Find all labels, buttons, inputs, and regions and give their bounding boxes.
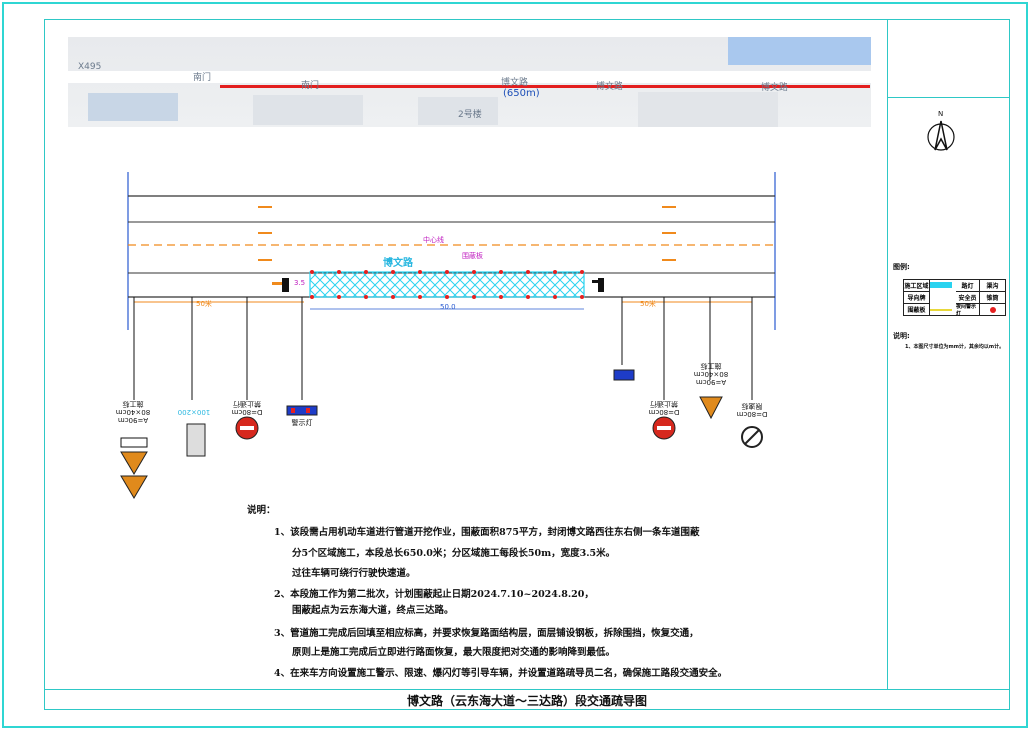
- map-label: X495: [78, 62, 102, 72]
- note-line: 围蔽起点为云东海大道，终点三达路。: [292, 605, 454, 616]
- sign-spec-label: 100×200: [177, 408, 211, 416]
- north-arrow-icon: [927, 123, 955, 151]
- map-label: 南门: [193, 73, 212, 83]
- note-line: 原则上是施工完成后立即进行路面恢复，最大限度把对交通的影响降到最低。: [292, 647, 616, 658]
- notes-title: 说明：: [247, 505, 276, 516]
- lane-arrows: [258, 206, 676, 261]
- fence-markers: [310, 270, 584, 299]
- remark-heading: 说明:: [893, 332, 910, 340]
- route-length: (650m): [503, 88, 540, 99]
- side-panel-divider: [887, 97, 1010, 98]
- sign-spec-label: D=80cm 禁止通行: [231, 400, 263, 416]
- safety-officer-icon: [272, 278, 604, 292]
- legend-item: 围蔽板: [904, 304, 930, 316]
- north-label: N: [938, 110, 944, 118]
- guide-board-icon: [186, 423, 206, 457]
- drawing-title: 博文路（云东海大道～三达路）段交通疏导图: [44, 689, 1010, 710]
- note-line: 2、本段施工作为第二批次，计划围蔽起止日期2024.7.10~2024.8.20…: [274, 589, 594, 600]
- centerline-label: 中心线: [423, 236, 444, 244]
- map-label: 博文路: [501, 78, 529, 88]
- location-map: X495 南门 南门 博文路 博文路 博文路 2号楼 (650m): [68, 37, 871, 127]
- fence-label: 围蔽板: [462, 252, 483, 260]
- warning-triangle-icon: [699, 396, 723, 420]
- note-line: 3、管道施工完成后回填至相应标高，并要求恢复路面结构层，面层铺设钢板，拆除围挡，…: [274, 628, 699, 639]
- legend-item: 夜间警示灯: [956, 304, 980, 317]
- note-line: 分5个区域施工，本段总长650.0米；分区域施工每段长50m，宽度3.5米。: [292, 548, 616, 559]
- right-distance-label: 50米: [640, 300, 656, 308]
- legend-heading: 图例:: [893, 263, 910, 271]
- note-line: 1、该段需占用机动车道进行管道开挖作业，围蔽面积875平方，封闭博文路西往东右侧…: [274, 527, 700, 538]
- sign-spec-label: A=90cm 80×40cm 施工标: [115, 400, 151, 424]
- warning-light-icon: [613, 369, 635, 381]
- warning-light-icon: [286, 405, 318, 416]
- sign-plate: [120, 437, 148, 448]
- map-road: [68, 71, 871, 83]
- sign-spec-label: D=80cm 禁止通行: [648, 400, 680, 416]
- sign-posts: [133, 297, 753, 400]
- note-line: 4、在来车方向设置施工警示、限速、爆闪灯等引导车辆，并设置道路疏导员二名，确保施…: [274, 668, 728, 679]
- legend-item: 安全员: [956, 292, 980, 304]
- legend-item: 锥筒: [980, 292, 1006, 304]
- map-label: 博文路: [596, 82, 624, 92]
- legend-item: 施工区域: [904, 280, 930, 292]
- drawing-frame: [44, 19, 1010, 710]
- sign-spec-label: A=90cm 80×40cm 施工标: [693, 362, 729, 386]
- length-dimension: 50.0: [440, 303, 456, 311]
- water-area: [728, 37, 871, 65]
- work-zone: [309, 271, 585, 298]
- route-line: [220, 85, 870, 88]
- note-line: 过往车辆可绕行行驶快速道。: [292, 568, 416, 579]
- warning-triangle-icon: [120, 451, 148, 475]
- legend-table: 施工区域 路灯 渠沟 导向牌 安全员 锥筒 围蔽板 夜间警示灯: [903, 279, 1006, 317]
- remark-text: 1、本图尺寸单位为mm计，其余均以m计。: [905, 344, 1005, 350]
- width-dimension: 3.5: [294, 279, 306, 287]
- map-label: 2号楼: [458, 110, 482, 120]
- legend-item: 路灯: [956, 280, 980, 292]
- warning-triangle-icon: [120, 475, 148, 499]
- legend-item: 导向牌: [904, 292, 930, 304]
- map-label: 南门: [301, 81, 320, 91]
- side-panel: [887, 19, 1010, 689]
- map-label: 博文路: [761, 83, 789, 93]
- sign-spec-label: 警示灯: [291, 419, 313, 427]
- sign-spec-label: D=80cm 限速标: [736, 402, 768, 418]
- road-name-label: 博文路: [383, 258, 413, 269]
- left-distance-label: 50米: [196, 300, 212, 308]
- legend-item: 渠沟: [980, 280, 1006, 292]
